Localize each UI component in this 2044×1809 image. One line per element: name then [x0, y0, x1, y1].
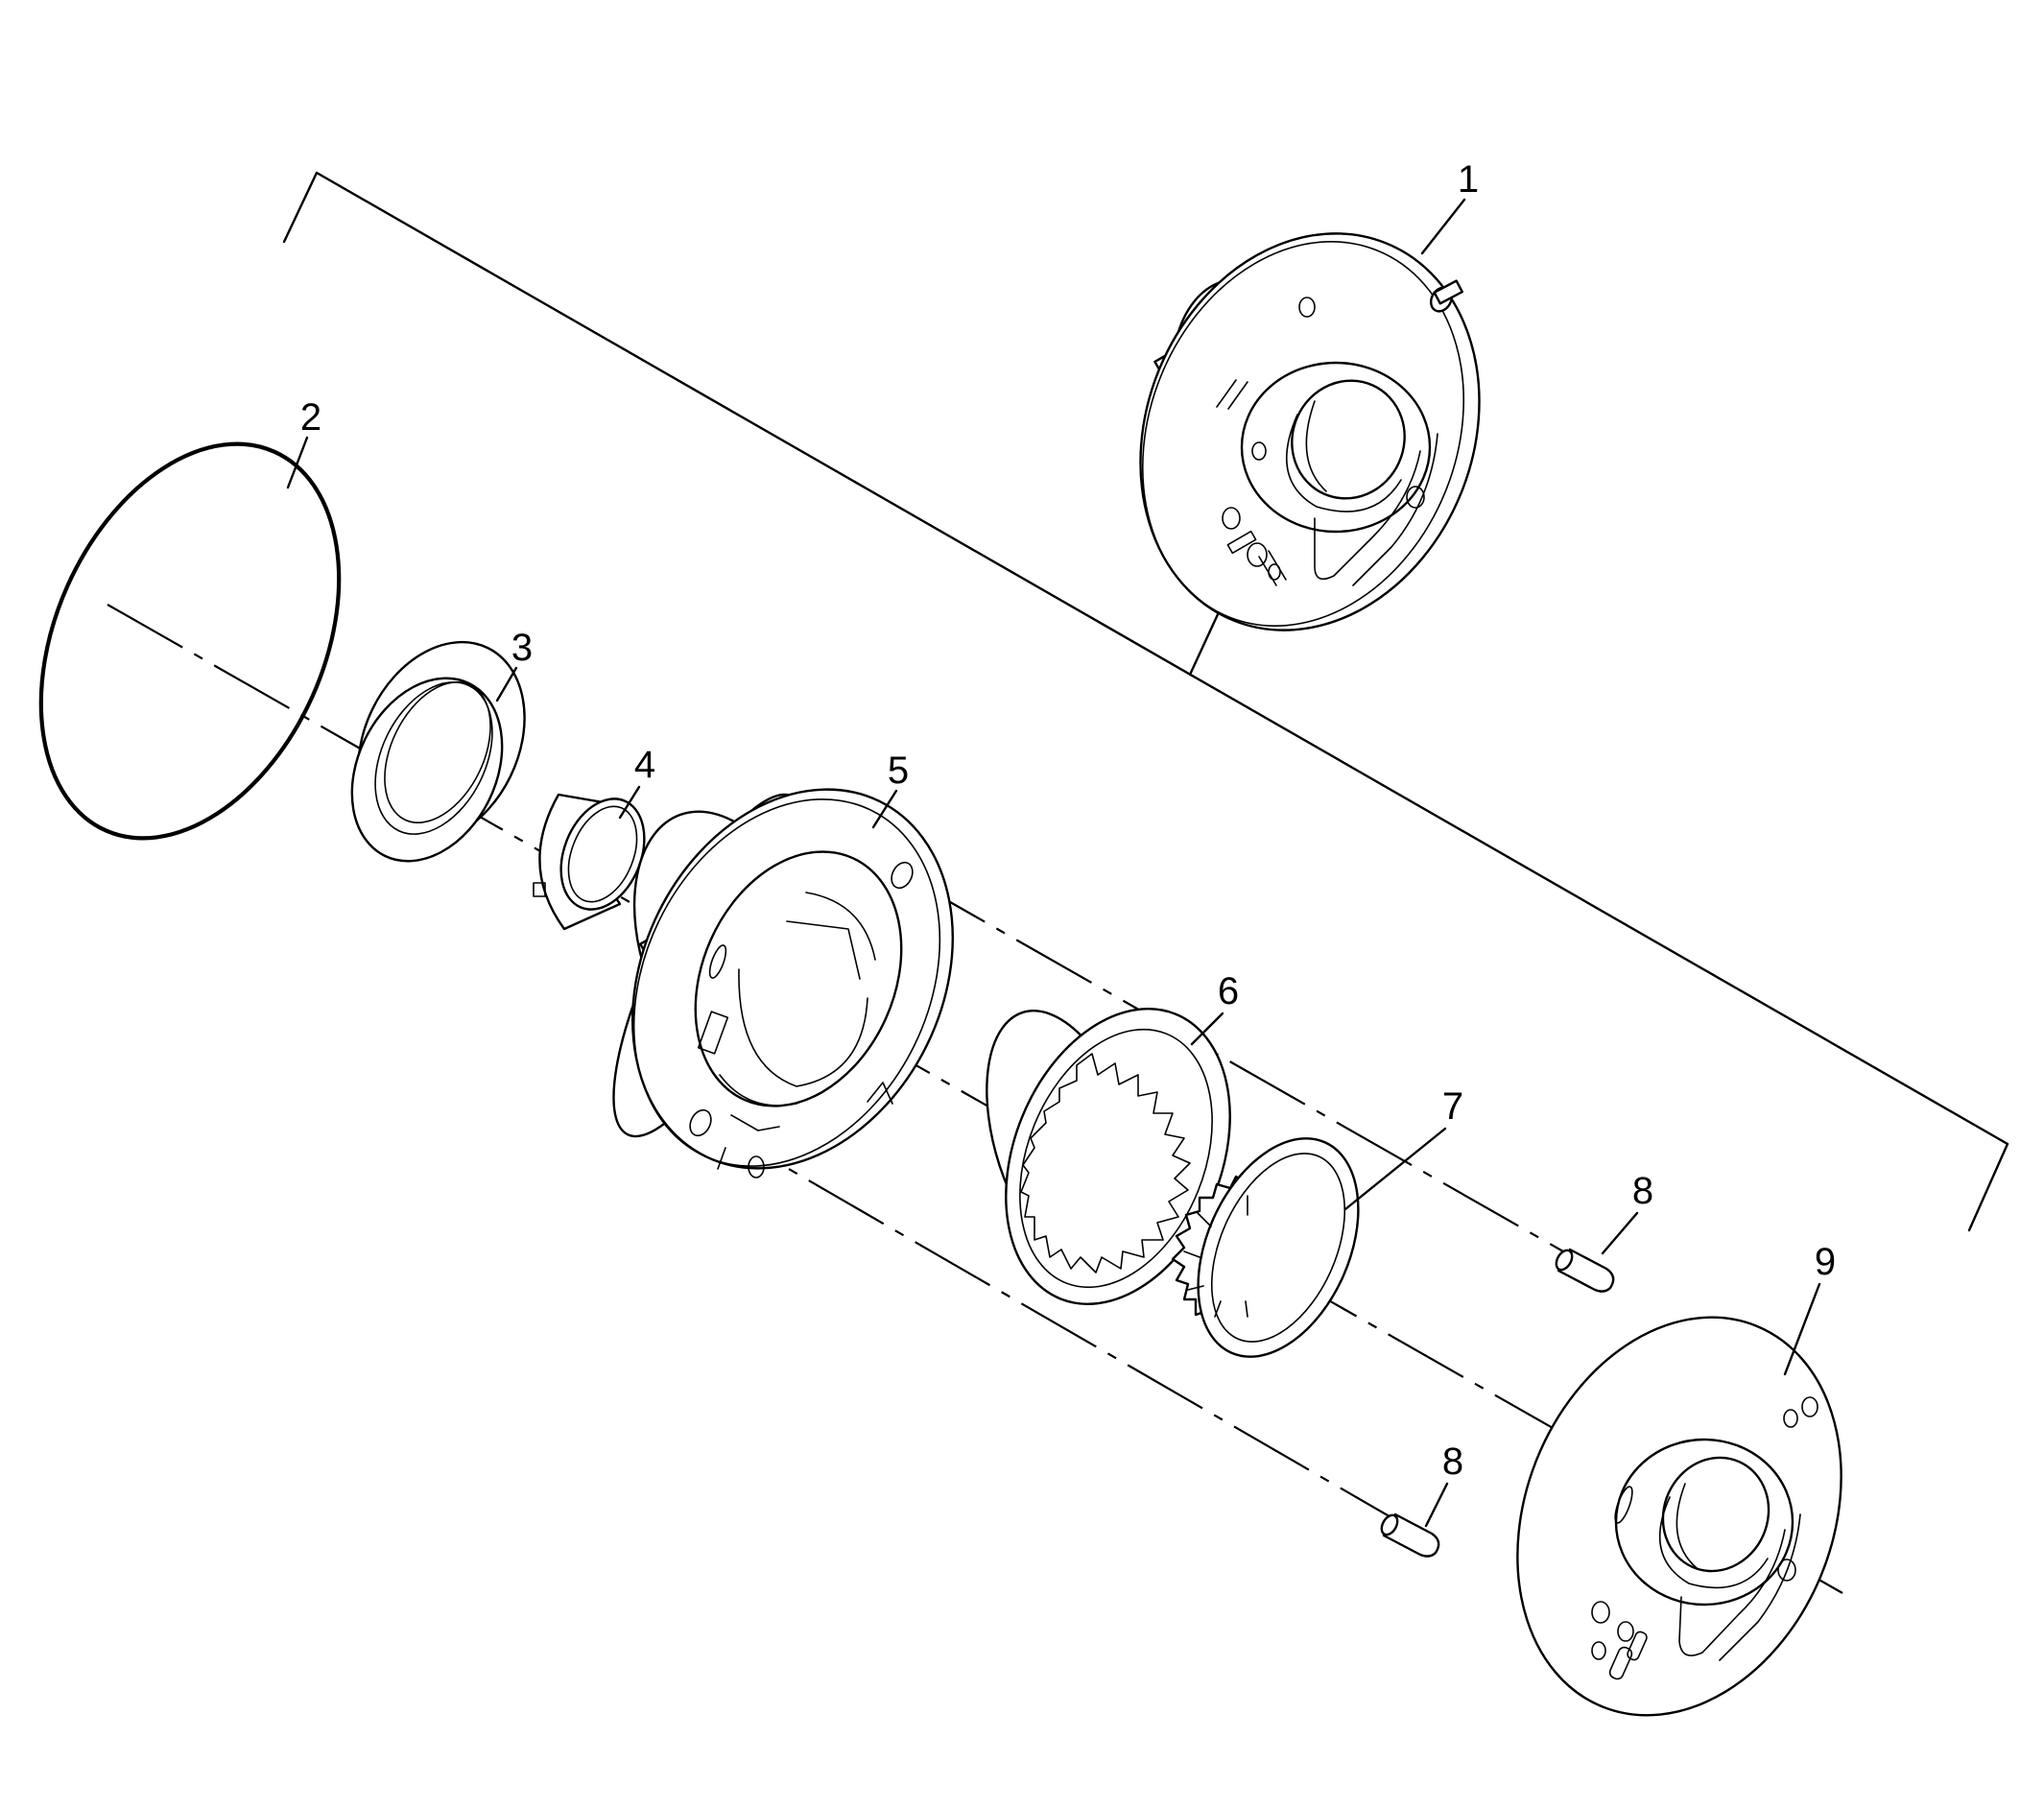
leader-8a — [1601, 1211, 1639, 1255]
oil-seal — [350, 640, 526, 863]
callout-6: 6 — [1218, 970, 1239, 1012]
callout-8-upper: 8 — [1632, 1170, 1653, 1212]
callout-3: 3 — [511, 627, 533, 669]
pump-plate — [1516, 1316, 1842, 1717]
callout-8-lower: 8 — [1442, 1440, 1463, 1483]
leader-3 — [495, 666, 518, 702]
callout-1: 1 — [1458, 158, 1479, 201]
dowel-pin-upper — [1555, 1248, 1615, 1293]
o-ring-seal — [38, 441, 342, 841]
callout-9: 9 — [1815, 1241, 1836, 1283]
driven-gear — [986, 1008, 1231, 1305]
drive-gear — [1171, 1137, 1360, 1358]
pump-body — [612, 788, 954, 1178]
leader-lines — [286, 198, 1821, 1528]
leader-5 — [871, 789, 898, 829]
lower-pin-axis-line — [701, 1118, 1407, 1527]
callout-labels: 1 2 3 4 5 6 7 8 8 9 — [300, 158, 1836, 1483]
leader-6 — [1190, 1012, 1224, 1046]
pump-cover — [1139, 232, 1481, 631]
callout-4: 4 — [634, 744, 655, 786]
leader-1 — [1420, 198, 1466, 255]
callout-2: 2 — [300, 396, 321, 439]
leader-4 — [618, 785, 641, 820]
leader-7 — [1343, 1127, 1447, 1211]
leader-8b — [1424, 1482, 1449, 1528]
callout-7: 7 — [1442, 1085, 1463, 1128]
leader-2 — [286, 436, 309, 489]
dowel-pin-lower — [1380, 1512, 1440, 1558]
callout-5: 5 — [888, 750, 909, 792]
upper-pin-axis-line — [909, 878, 1584, 1264]
leader-9 — [1783, 1282, 1821, 1376]
bushing — [533, 793, 646, 931]
